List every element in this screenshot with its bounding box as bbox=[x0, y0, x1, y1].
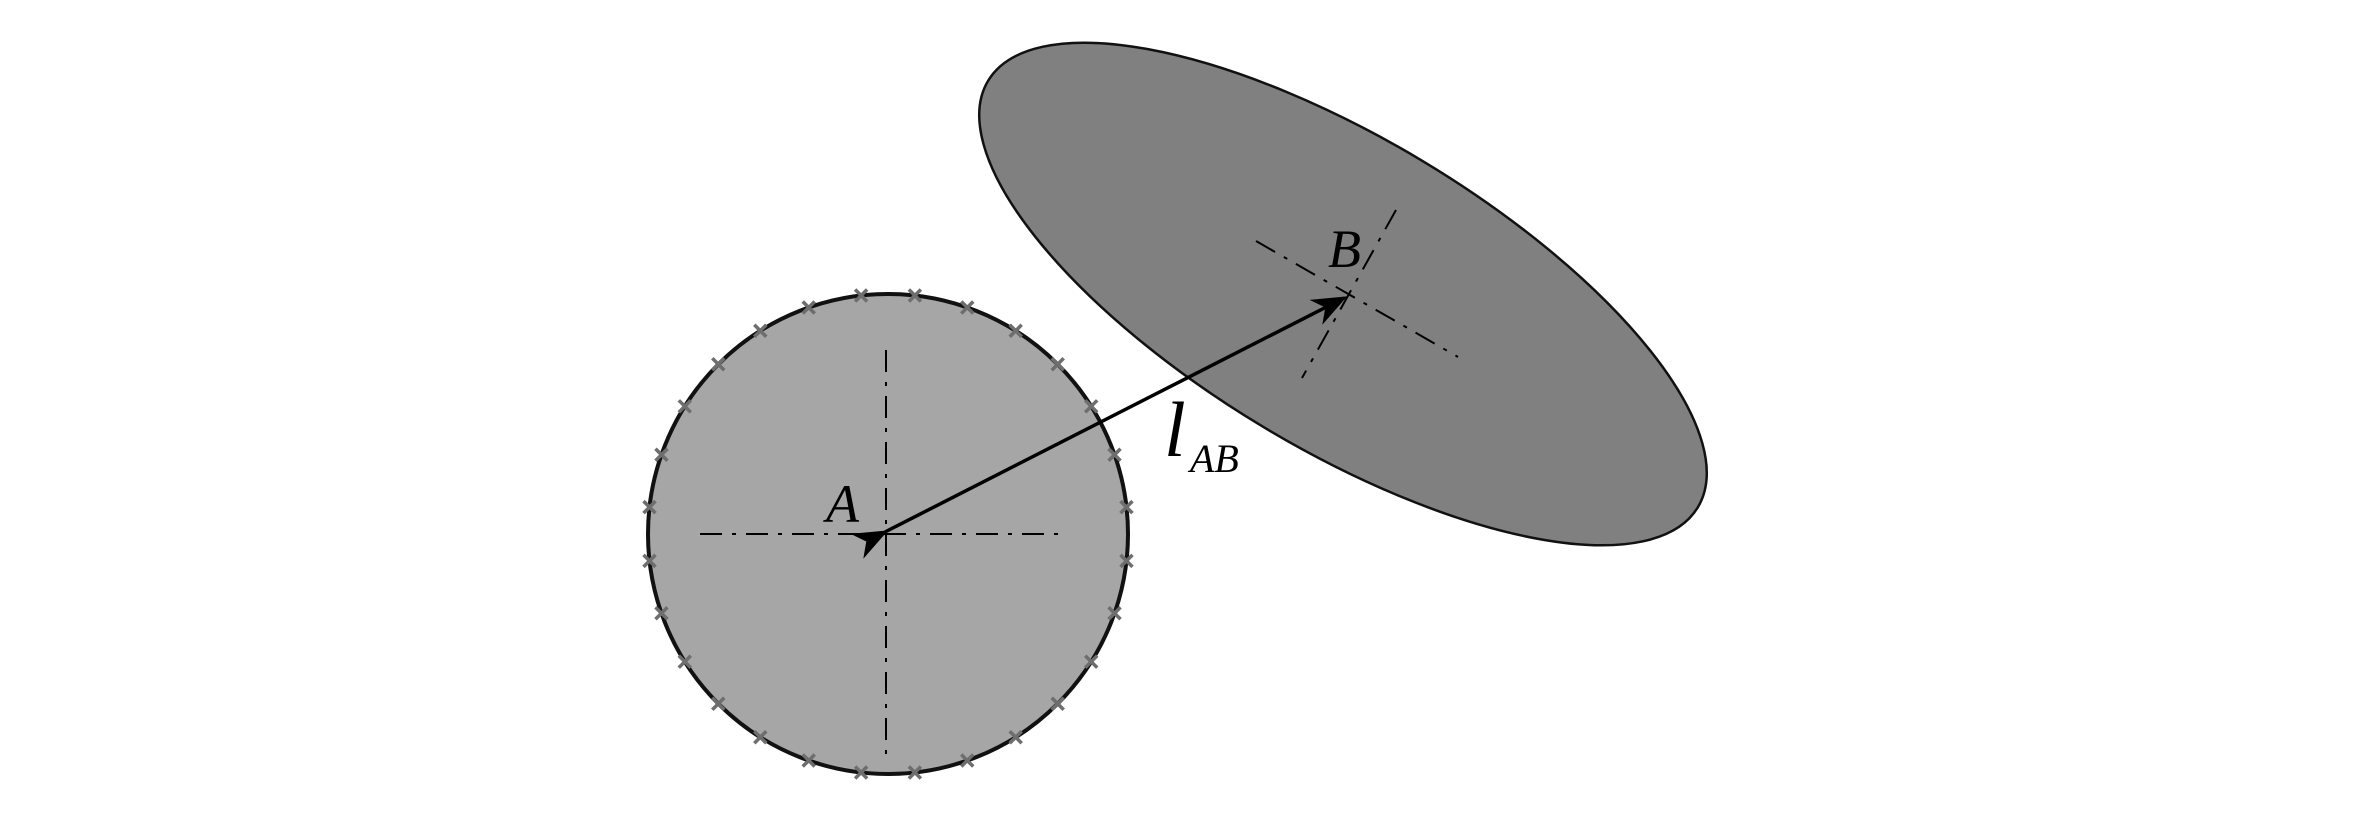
circle-boundary-marker bbox=[711, 696, 726, 711]
ellipse-b-centerline-minor bbox=[1301, 209, 1397, 379]
circle-boundary-marker bbox=[642, 553, 657, 569]
point-b-label: B bbox=[1328, 219, 1361, 279]
circle-boundary-marker bbox=[907, 765, 923, 780]
circle-boundary-marker bbox=[711, 357, 726, 372]
circle-boundary-marker bbox=[801, 753, 816, 768]
circle-boundary-marker bbox=[1083, 654, 1099, 669]
circle-boundary-marker bbox=[753, 729, 768, 745]
circle-boundary-marker bbox=[677, 654, 693, 669]
circle-boundary-marker bbox=[853, 765, 869, 780]
circle-boundary-marker bbox=[1008, 729, 1023, 745]
circle-boundary-marker bbox=[642, 499, 657, 515]
circle-boundary-marker bbox=[677, 399, 693, 414]
distance-label-subscript: AB bbox=[1187, 436, 1239, 481]
circle-boundary-marker bbox=[801, 300, 816, 315]
circle-boundary-marker bbox=[960, 753, 975, 768]
circle-boundary-marker bbox=[1050, 696, 1065, 711]
circle-boundary-marker bbox=[654, 606, 669, 621]
point-a-label: A bbox=[823, 474, 860, 534]
circle-boundary-marker bbox=[654, 447, 669, 462]
distance-arrow-ab bbox=[850, 296, 1348, 559]
ellipse-b-centerline-major bbox=[1255, 240, 1459, 358]
distance-label: l bbox=[1164, 386, 1186, 473]
circle-boundary-marker bbox=[753, 323, 768, 339]
circle-boundary-marker bbox=[1107, 606, 1122, 621]
